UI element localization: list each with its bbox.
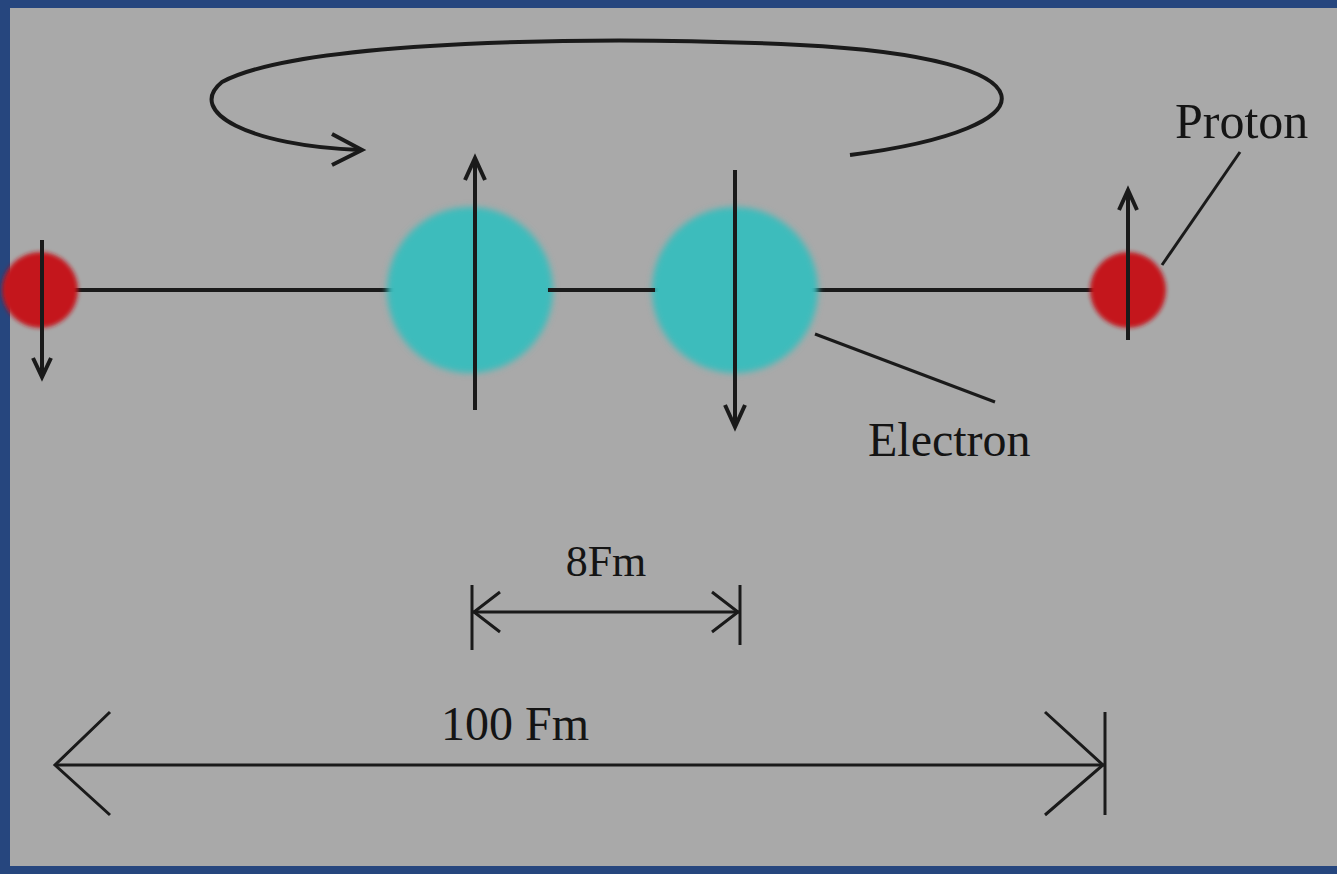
rotation-arrowhead [332,134,362,165]
electron-label: Electron [868,414,1031,467]
dimension-tick [739,585,742,645]
rotation-arrow [212,41,1002,155]
background-panel [10,8,1337,866]
spin-arrow [1126,190,1130,340]
electron [387,207,553,373]
spin-arrowhead [33,358,51,377]
proton-label: Proton [1175,94,1308,149]
dimension-label: 100 Fm [441,698,589,751]
axis-line [548,288,655,292]
spin-arrowhead [1119,190,1137,210]
dimension-tick [471,585,474,650]
leader-line [1162,152,1240,265]
dimension-line [472,611,740,614]
spin-arrowhead [725,405,745,427]
spin-arrow [473,160,477,410]
dimension-arrowhead [474,592,500,632]
dimension-arrowhead [712,592,738,632]
dimension-arrowhead [1045,712,1103,815]
spin-arrowhead [465,158,485,180]
spin-arrow [40,240,44,375]
dimension-arrowhead [55,712,110,815]
dimension-label: 8Fm [566,538,647,586]
dimension-line [55,764,1105,767]
spin-arrow [733,170,737,425]
axis-line [40,288,1128,292]
dimension-tick [1104,712,1107,815]
leader-line [815,334,995,402]
